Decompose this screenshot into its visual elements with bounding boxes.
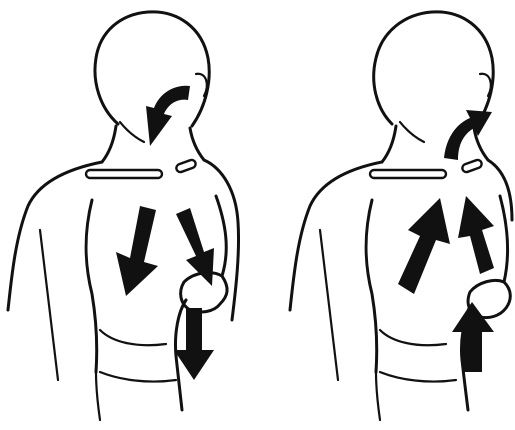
right-jaw bbox=[400, 122, 424, 142]
left-arrow-chest-down-icon bbox=[116, 206, 158, 296]
left-hand bbox=[181, 273, 227, 312]
left-neck-front bbox=[102, 126, 116, 162]
left-hip-line bbox=[96, 372, 100, 420]
right-ear bbox=[480, 74, 491, 96]
left-arrow-neck-down-icon bbox=[146, 86, 190, 146]
right-arrow-chest-up-left-icon bbox=[398, 198, 450, 294]
right-hip-line bbox=[376, 372, 380, 420]
right-lower-side bbox=[380, 330, 446, 345]
left-arrow-abdomen-down-icon bbox=[174, 308, 214, 380]
right-figure bbox=[290, 12, 512, 420]
right-arrow-neck-up-icon bbox=[444, 110, 492, 160]
right-arrow-chest-up-right-icon bbox=[458, 196, 494, 274]
right-collarbone bbox=[370, 170, 446, 178]
right-waist bbox=[380, 372, 456, 382]
left-figure bbox=[8, 12, 239, 420]
right-torso-right bbox=[500, 196, 507, 282]
left-shoulder-right bbox=[204, 160, 239, 320]
left-neck-back bbox=[190, 128, 204, 160]
left-arm-inner bbox=[40, 230, 58, 380]
left-lower-side bbox=[100, 330, 166, 345]
right-collarbone-small bbox=[461, 159, 483, 173]
left-waist bbox=[100, 372, 176, 382]
right-head-outline bbox=[374, 12, 493, 126]
right-neck-front bbox=[382, 126, 396, 162]
right-shoulder-right bbox=[488, 160, 512, 220]
right-torso-left bbox=[366, 200, 377, 372]
left-torso-left bbox=[86, 200, 97, 372]
right-shoulder-left bbox=[290, 162, 382, 310]
left-torso-right bbox=[216, 196, 226, 276]
right-neck-back bbox=[474, 128, 488, 160]
right-arrow-abdomen-up-icon bbox=[452, 302, 494, 372]
right-arm-inner bbox=[320, 230, 338, 380]
left-collarbone bbox=[86, 170, 162, 178]
left-collarbone-small bbox=[175, 159, 197, 173]
left-ear bbox=[196, 74, 207, 96]
left-jaw bbox=[120, 122, 144, 142]
